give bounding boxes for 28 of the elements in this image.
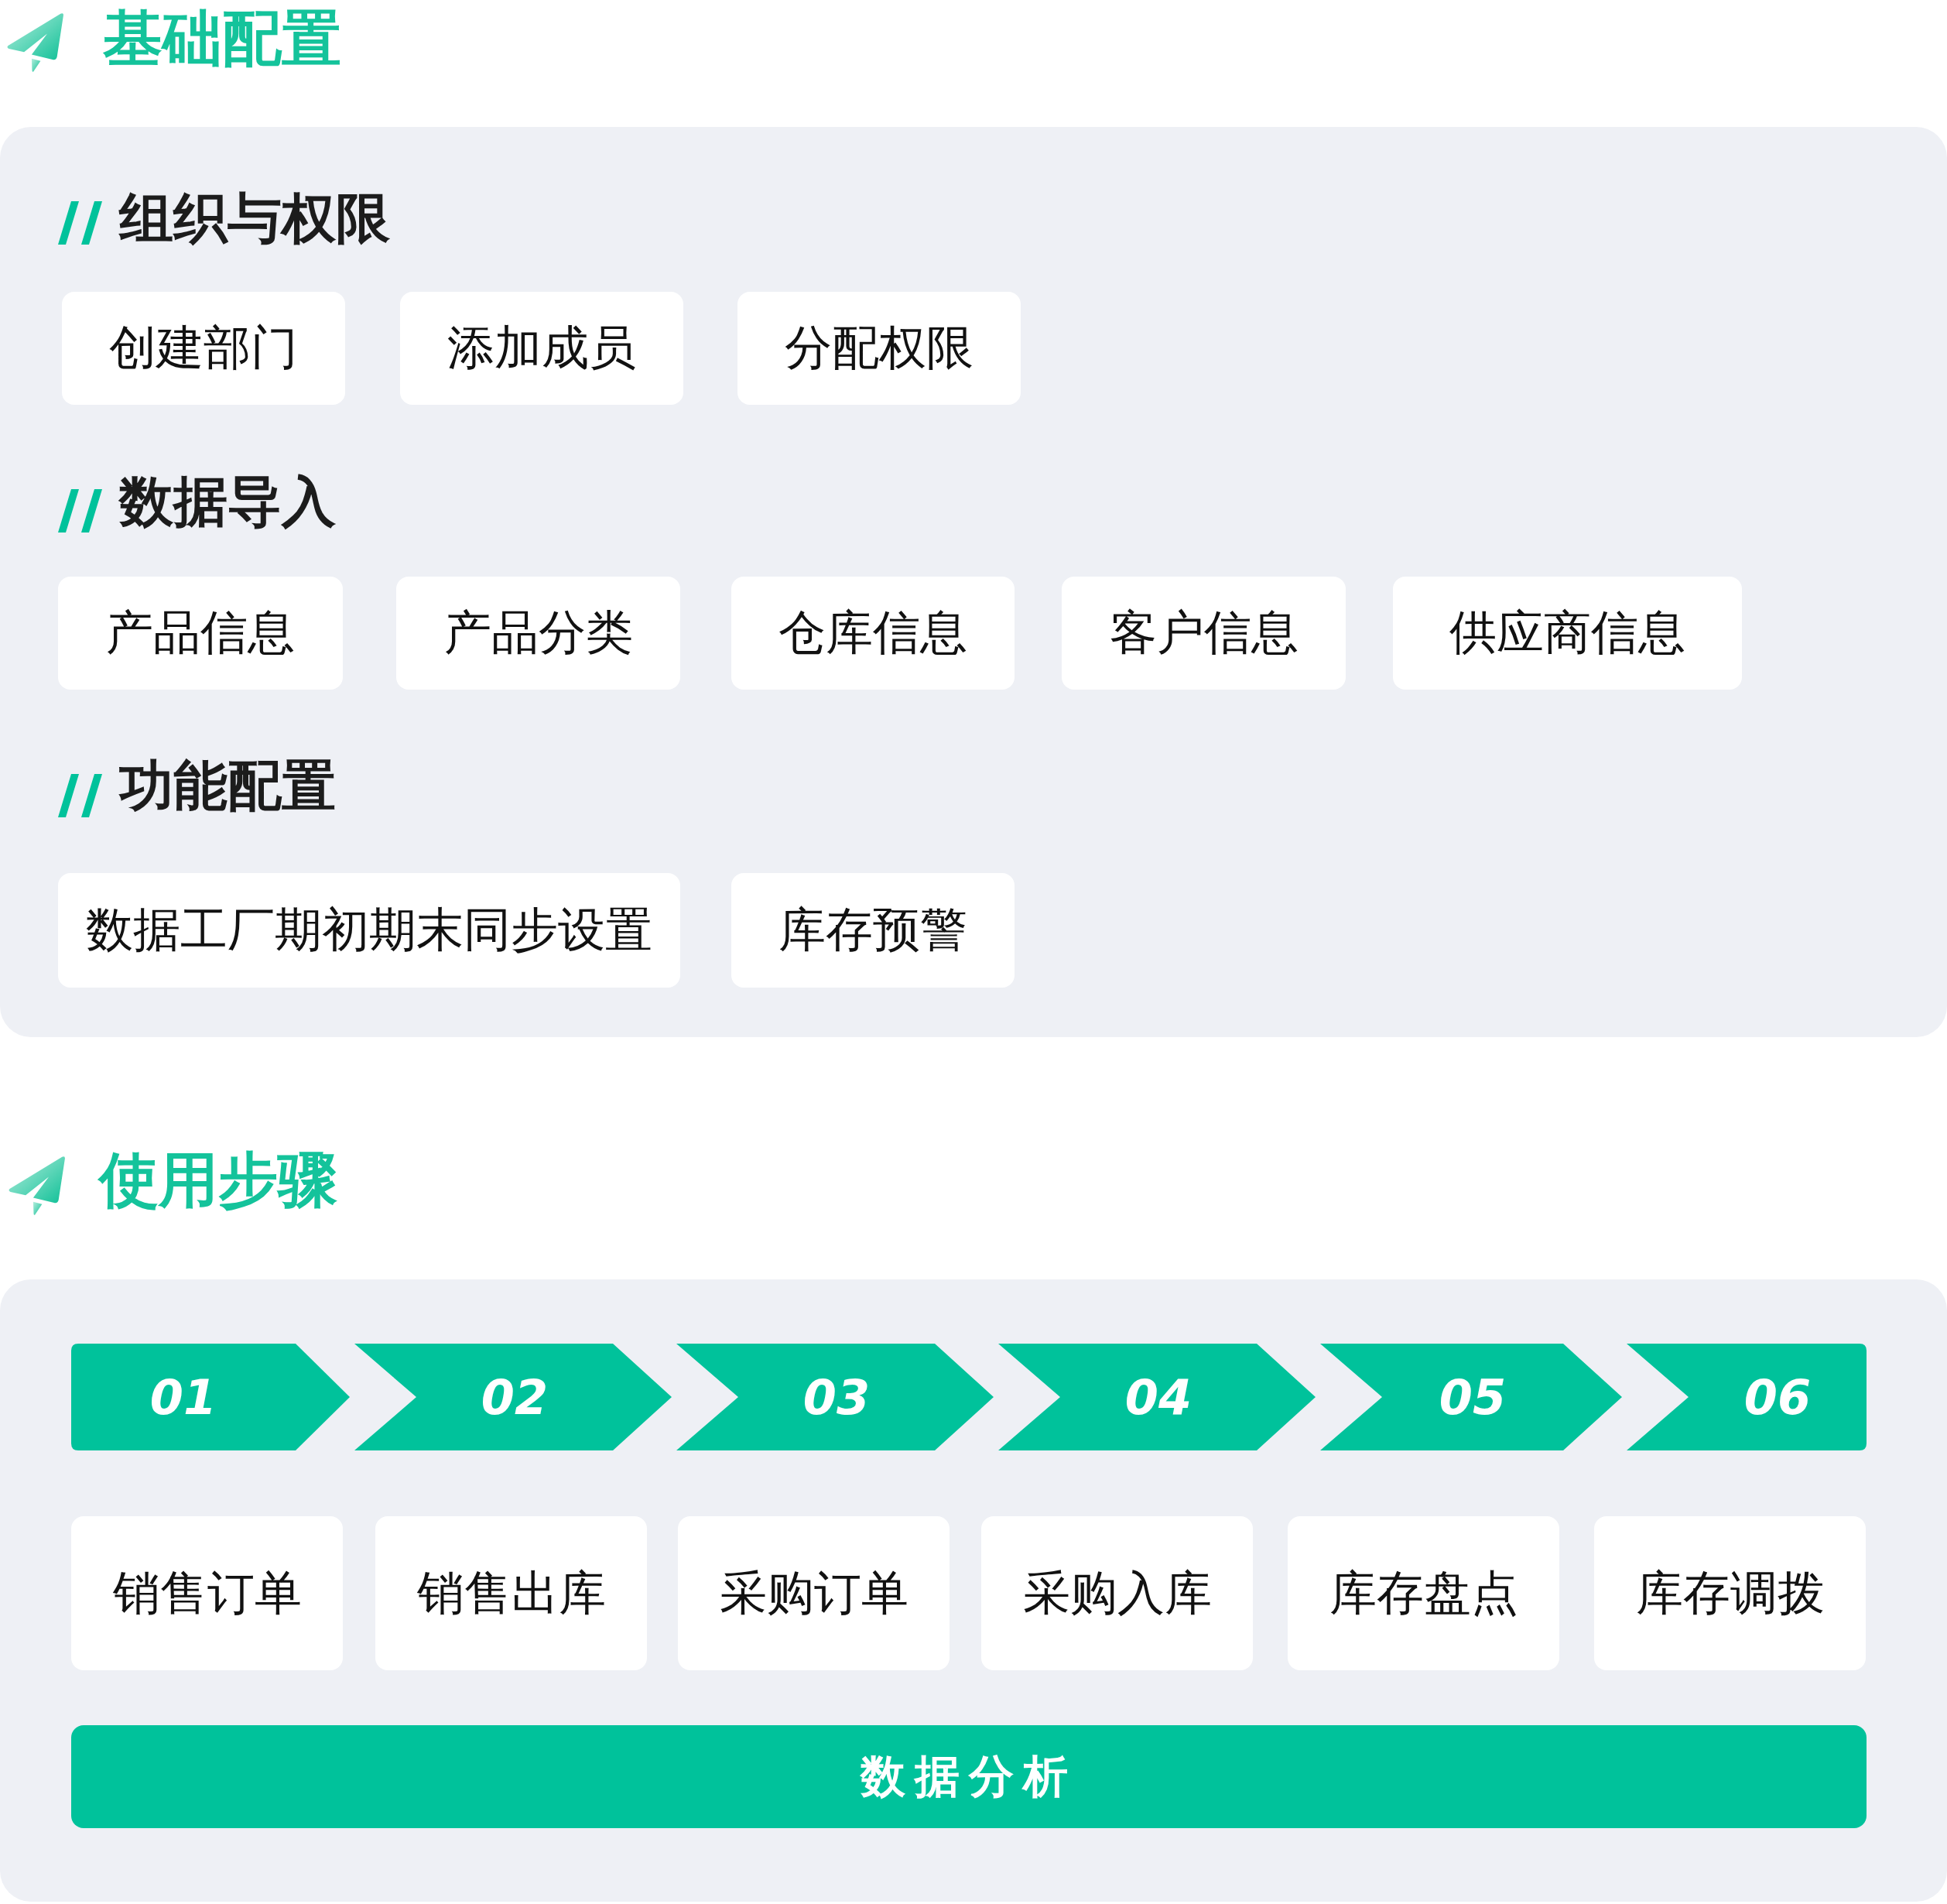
step-number-banner: 02: [354, 1344, 672, 1450]
subsection-heading: 数据导入: [119, 472, 336, 532]
item-card: 库存预警: [731, 873, 1015, 988]
item-card: 销售出库: [375, 1516, 647, 1670]
item-card: 客户信息: [1062, 577, 1346, 690]
step-number-banner: 05: [1320, 1344, 1622, 1450]
item-card: 数据工厂期初期末同步设置: [58, 873, 680, 988]
item-card: 添加成员: [400, 292, 683, 405]
section-heading: 使用步骤: [99, 1148, 337, 1214]
subsection-heading: 功能配置: [119, 756, 336, 816]
item-card: 库存盘点: [1288, 1516, 1559, 1670]
item-card: 库存调拨: [1594, 1516, 1866, 1670]
section-heading: 基础配置: [103, 6, 341, 72]
item-card: 产品分类: [396, 577, 680, 690]
item-card: 销售订单: [71, 1516, 343, 1670]
step-number-banner: 03: [676, 1344, 994, 1450]
step-number-banner: 01: [71, 1344, 350, 1450]
item-card: 分配权限: [737, 292, 1021, 405]
summary-bar: 数据分析: [71, 1725, 1867, 1828]
subsection-heading: 组织与权限: [119, 189, 390, 248]
step-number-banner: 04: [998, 1344, 1316, 1450]
item-card: 产品信息: [58, 577, 343, 690]
item-card: 供应商信息: [1393, 577, 1742, 690]
item-card: 采购订单: [678, 1516, 950, 1670]
item-card: 创建部门: [62, 292, 345, 405]
step-number-banner: 06: [1627, 1344, 1867, 1450]
item-card: 采购入库: [981, 1516, 1253, 1670]
item-card: 仓库信息: [731, 577, 1015, 690]
